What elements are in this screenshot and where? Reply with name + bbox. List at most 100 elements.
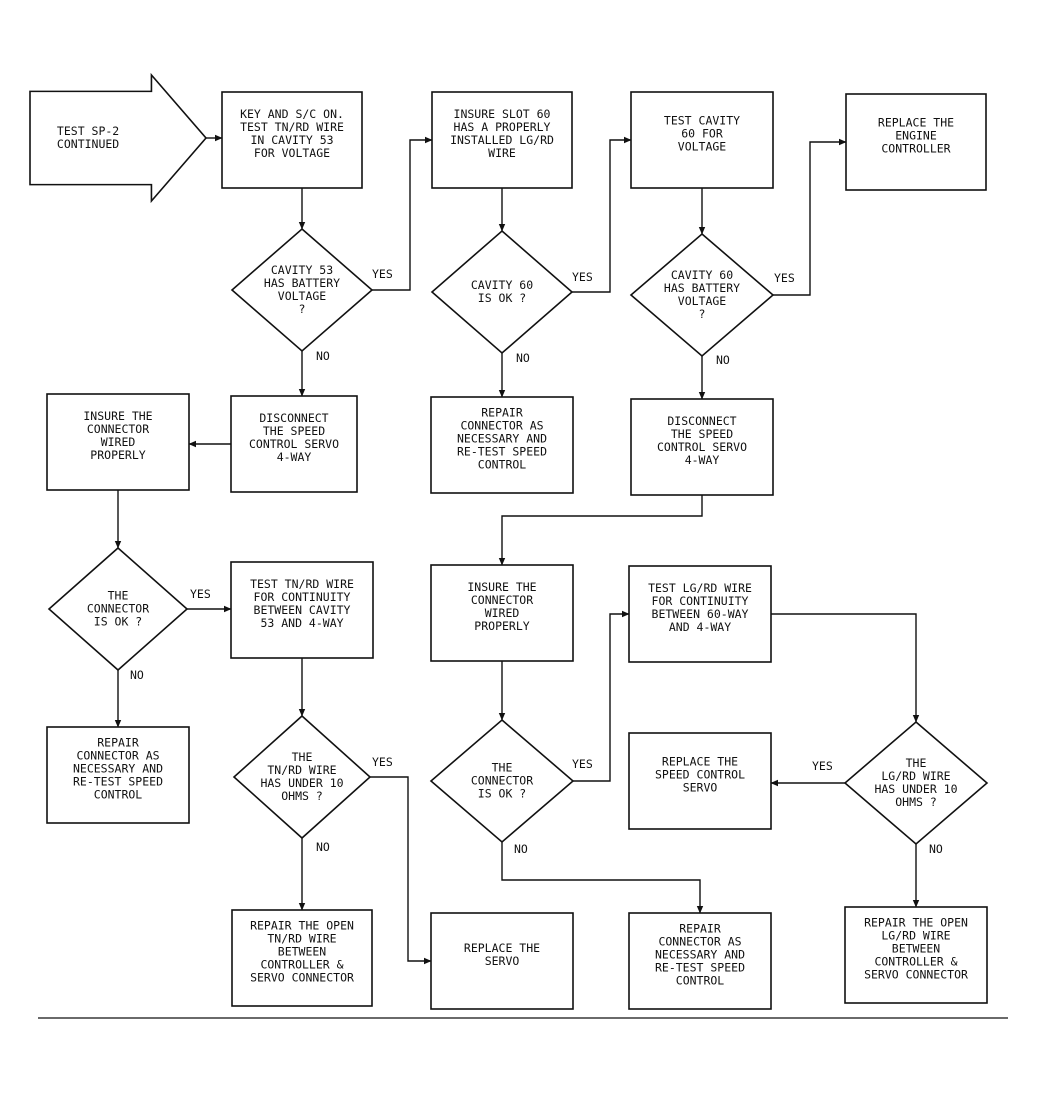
process-box [628,732,772,830]
node-label-line: FOR CONTINUITY [254,590,351,604]
edge-label-no: NO [514,842,528,856]
node-label-line: IS OK ? [478,787,526,801]
node-label-line: REPAIR [97,736,139,750]
node-label-line: BETWEEN 60-WAY [652,607,749,621]
process-box [46,393,190,491]
node-label-line: BETWEEN CAVITY [254,603,351,617]
node-label-line: HAS A PROPERLY [454,120,551,134]
node-label-line: REPLACE THE [878,116,954,130]
edge-label-no: NO [316,840,330,854]
node-label-line: TEST SP-2 [57,124,119,138]
process-box [845,93,987,191]
node-label-line: HAS BATTERY [664,281,740,295]
process-box [430,564,574,662]
edge-d3-to-n4 [773,138,847,296]
node-label-line: WIRED [485,606,520,620]
node-label-line: TEST CAVITY [664,114,740,128]
decision-diamond [430,229,574,355]
node-label-line: CONTROL [676,974,725,988]
process-box [628,912,772,1010]
node-label-line: TN/RD WIRE [267,932,336,946]
node-label-line: INSURE THE [83,409,152,423]
node-label-line: NECESSARY AND [457,432,547,446]
node-label-line: REPLACE THE [662,755,738,769]
edge-label-yes: YES [812,759,833,773]
node-label-line: BETWEEN [278,945,327,959]
node-label-line: TEST TN/RD WIRE [250,577,354,591]
edge-label-yes: YES [572,270,593,284]
node-label-line: SERVO [683,781,718,795]
node-label-line: INSTALLED LG/RD [450,133,554,147]
node-label-line: LG/RD WIRE [881,929,950,943]
node-label-line: AND 4-WAY [669,620,731,634]
decision-diamond [230,227,374,353]
edge-d6-to-n14 [573,610,630,782]
node-label-line: PROPERLY [90,448,145,462]
node-label-line: RE-TEST SPEED [73,775,163,789]
process-box [431,91,573,189]
node-label-line: SPEED CONTROL [655,768,745,782]
node-label-line: CAVITY 60 [471,278,533,292]
process-box [844,906,988,1004]
node-label-line: REPAIR THE OPEN [250,919,354,933]
edge-label-no: NO [316,349,330,363]
decision-diamond [429,718,575,844]
node-label-line: INSURE THE [467,580,536,594]
edge-label-no: NO [929,842,943,856]
start-arrow-shape [29,72,208,204]
node-label-line: VOLTAGE [678,294,727,308]
node-label-line: CONTINUED [57,137,119,151]
node-label-line: IN CAVITY 53 [250,133,333,147]
edge-label-yes: YES [190,587,211,601]
edge-n14-to-d7 [771,613,920,723]
edge-label-no: NO [716,353,730,367]
node-label-line: 4-WAY [685,453,720,467]
edge-label-yes: YES [774,271,795,285]
decision-diamond [843,720,989,846]
node-label-line: RE-TEST SPEED [457,445,547,459]
node-label-line: HAS BATTERY [264,276,340,290]
node-label-line: WIRE [488,146,516,160]
edge-d5-to-n12 [370,776,432,965]
node-label-line: CONTROLLER & [260,958,343,972]
node-label-line: REPLACE THE [464,941,540,955]
node-label-line: FOR CONTINUITY [652,594,749,608]
edge-n8-to-n13 [498,495,703,566]
process-box [231,909,373,1007]
node-label-line: FOR VOLTAGE [254,146,330,160]
node-label-line: VOLTAGE [278,289,327,303]
process-box [230,395,358,493]
node-label-line: WIRED [101,435,136,449]
process-box [46,726,190,824]
node-label-line: CONTROL [94,788,143,802]
node-label-line: ENGINE [895,129,937,143]
node-label-line: CONNECTOR [87,602,149,616]
decision-diamond [232,714,372,840]
process-box [630,398,774,496]
node-label-line: RE-TEST SPEED [655,961,745,975]
edge-label-yes: YES [372,755,393,769]
node-label-line: BETWEEN [892,942,941,956]
node-label-line: CONTROL SERVO [249,437,339,451]
node-label-line: 4-WAY [277,450,312,464]
node-label-line: INSURE SLOT 60 [454,107,551,121]
node-label-line: LG/RD WIRE [881,769,950,783]
node-label-line: SERVO [485,954,520,968]
node-label-line: 60 FOR [681,127,723,141]
process-box [230,561,374,659]
edge-d1-to-n2 [372,136,433,291]
node-label-line: SERVO CONNECTOR [864,968,968,982]
node-label-line: CONTROLLER & [874,955,957,969]
